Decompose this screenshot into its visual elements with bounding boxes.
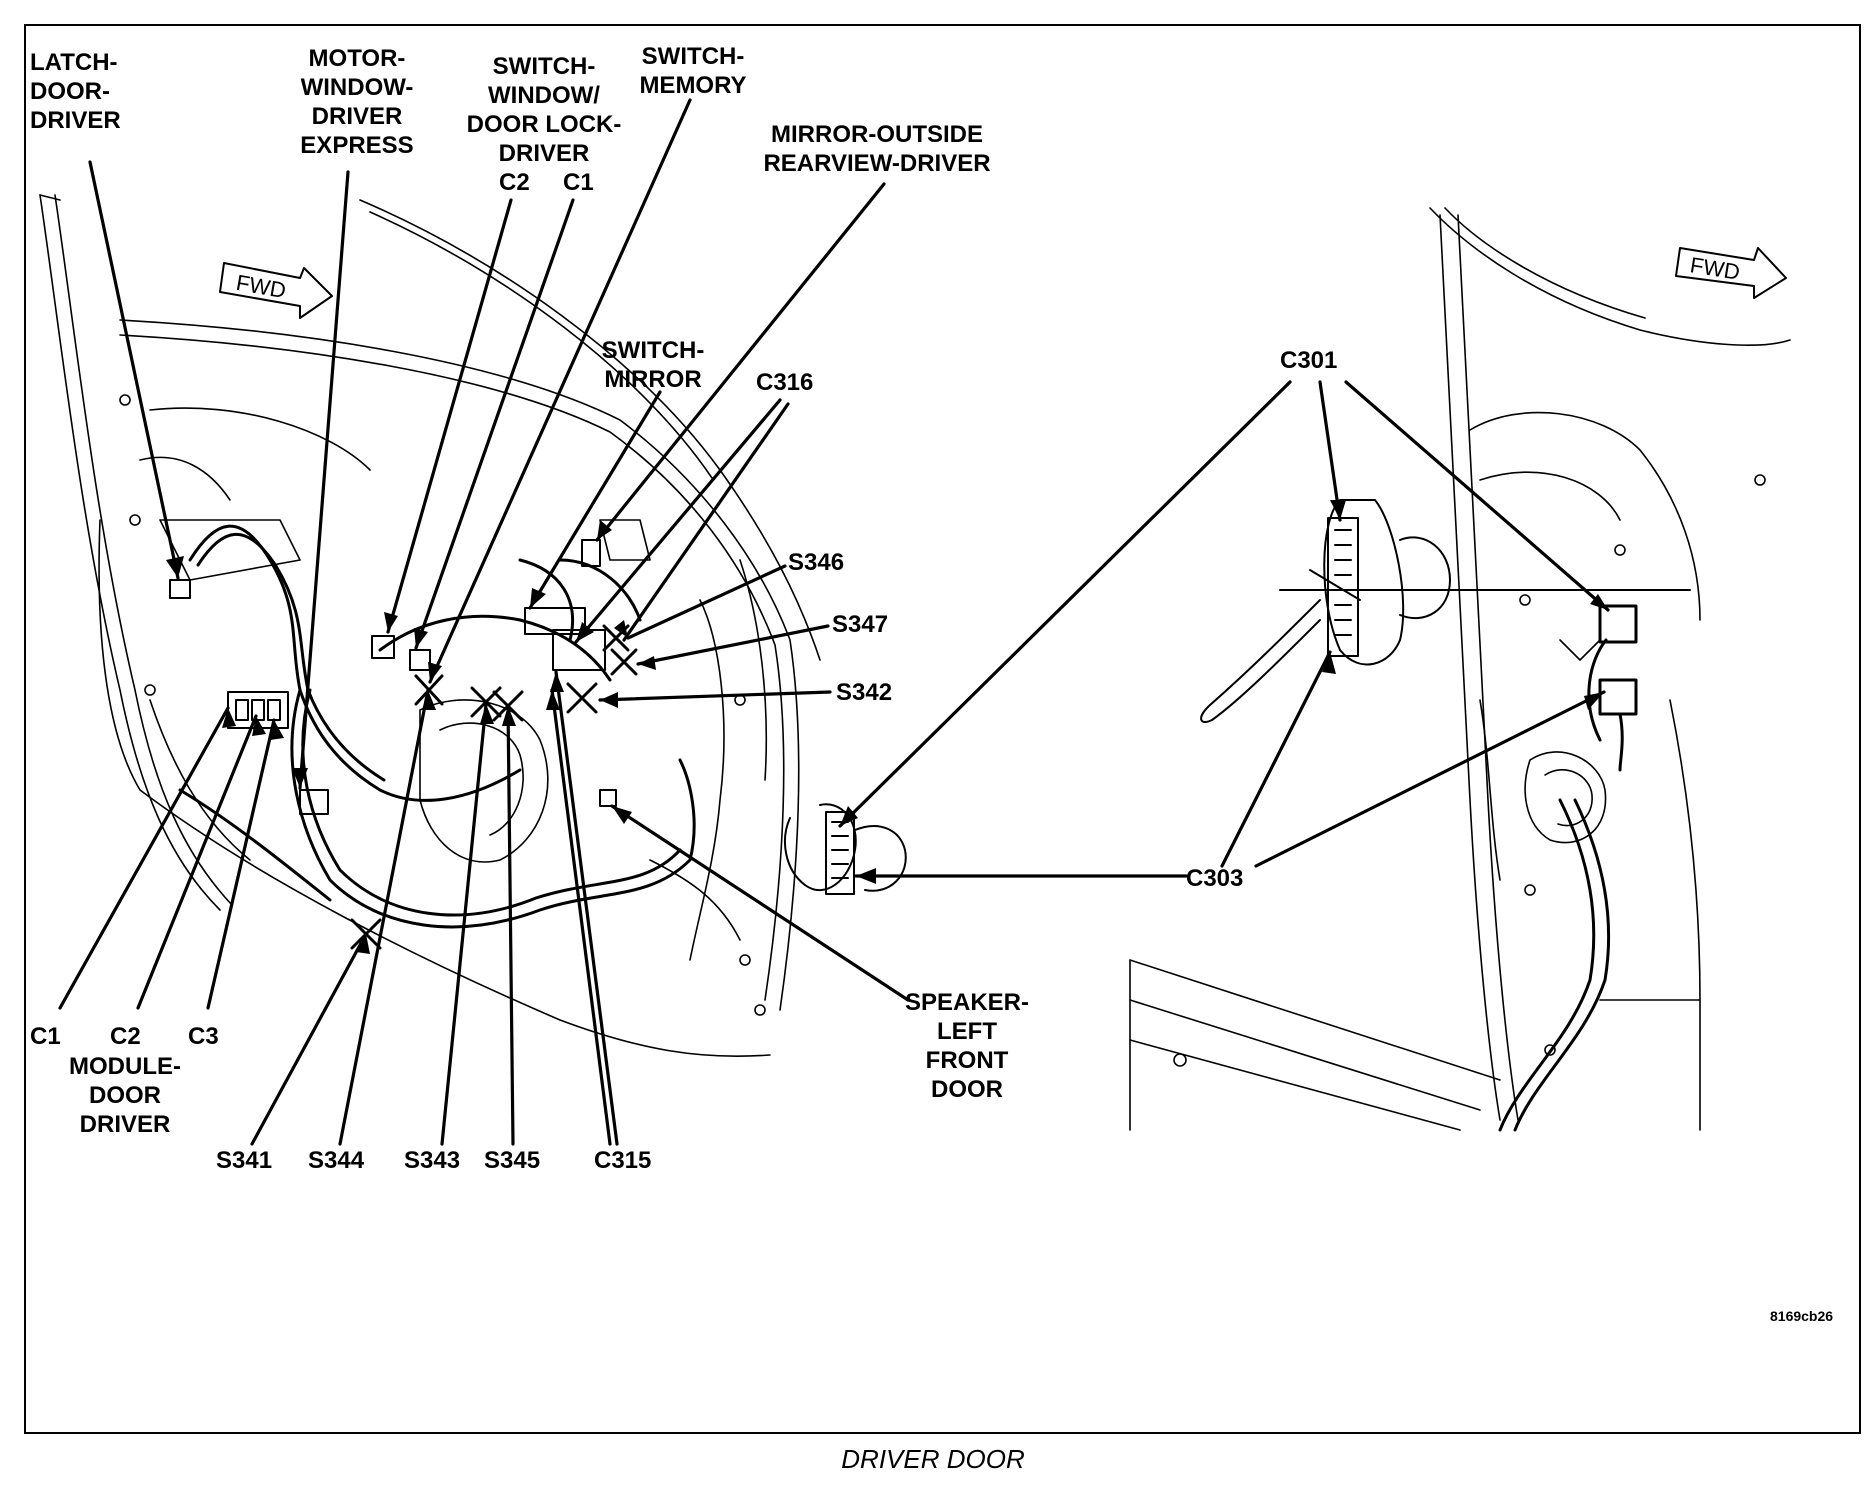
c303-mating-connector	[1598, 678, 1638, 716]
label-switch-memory: SWITCH- MEMORY	[639, 43, 747, 99]
fwd-arrow-left	[219, 262, 333, 319]
label-switch-window-door-lock-driver: SWITCH- WINDOW/ DOOR LOCK- DRIVER	[466, 53, 622, 167]
label-module-c2: C2	[110, 1023, 141, 1050]
left-wiring-harness	[178, 524, 696, 929]
c301-connector-detail	[1200, 499, 1691, 724]
mirror-connector	[581, 539, 601, 567]
label-module-door-driver: MODULE- DOOR DRIVER	[69, 1053, 181, 1138]
right-wiring-harness	[1498, 604, 1638, 1132]
label-s343: S343	[404, 1147, 461, 1174]
label-s346: S346	[788, 549, 845, 576]
right-door-body	[1129, 207, 1791, 1131]
s342-mark	[566, 682, 598, 714]
leader-lines	[58, 98, 1610, 1146]
label-s345: S345	[484, 1147, 541, 1174]
label-s347: S347	[832, 611, 889, 638]
c301-mating-connector	[1598, 604, 1638, 644]
label-module-c1: C1	[30, 1023, 61, 1050]
label-module-c3: C3	[188, 1023, 219, 1050]
fwd-arrow-right	[1675, 247, 1787, 299]
speaker-connector	[599, 789, 617, 807]
latch-connector	[169, 579, 191, 599]
label-s344: S344	[308, 1147, 365, 1174]
caption: DRIVER DOOR	[841, 1444, 1025, 1474]
label-s342: S342	[836, 679, 893, 706]
label-c316: C316	[756, 369, 814, 396]
s347-mark	[610, 648, 638, 676]
label-s341: S341	[216, 1147, 273, 1174]
label-switch-mirror: SWITCH- MIRROR	[601, 337, 705, 393]
label-mirror-outside-rearview-driver: MIRROR-OUTSIDE REARVIEW-DRIVER	[763, 121, 991, 177]
motor-connector	[299, 789, 329, 815]
label-latch-door-driver: LATCH- DOOR- DRIVER	[30, 49, 121, 134]
diagram-frame	[24, 24, 1861, 1434]
label-speaker-left-front-door: SPEAKER- LEFT FRONT DOOR	[904, 989, 1030, 1103]
figure-id: 8169cb26	[1770, 1308, 1834, 1324]
left-components	[169, 539, 617, 815]
label-switch-wdl-c1: C1	[563, 169, 594, 196]
left-splices	[350, 624, 638, 950]
label-c301: C301	[1280, 347, 1338, 374]
label-c303: C303	[1186, 865, 1244, 892]
label-motor-window-driver-express: MOTOR- WINDOW- DRIVER EXPRESS	[300, 45, 414, 159]
switch-memory-connector	[524, 607, 586, 635]
label-switch-wdl-c2: C2	[499, 169, 530, 196]
leader-arrowheads	[166, 500, 1608, 954]
label-c315: C315	[594, 1147, 652, 1174]
